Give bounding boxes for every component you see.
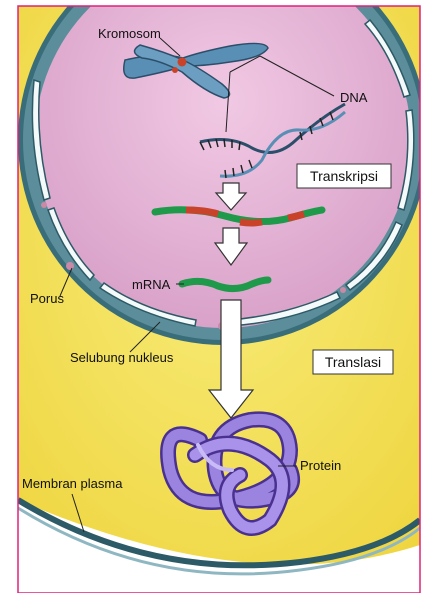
protein-label: Protein — [300, 458, 341, 473]
nuclear-envelope-label: Selubung nukleus — [70, 350, 174, 365]
dna-label: DNA — [340, 90, 368, 105]
chromosome-label: Kromosom — [98, 26, 161, 41]
transcription-label: Transkripsi — [310, 168, 378, 184]
translation-label: Translasi — [325, 354, 381, 370]
pore-label: Porus — [30, 291, 64, 306]
mrna-label: mRNA — [132, 277, 171, 292]
plasma-membrane-label: Membran plasma — [22, 476, 123, 491]
pore — [66, 262, 74, 270]
